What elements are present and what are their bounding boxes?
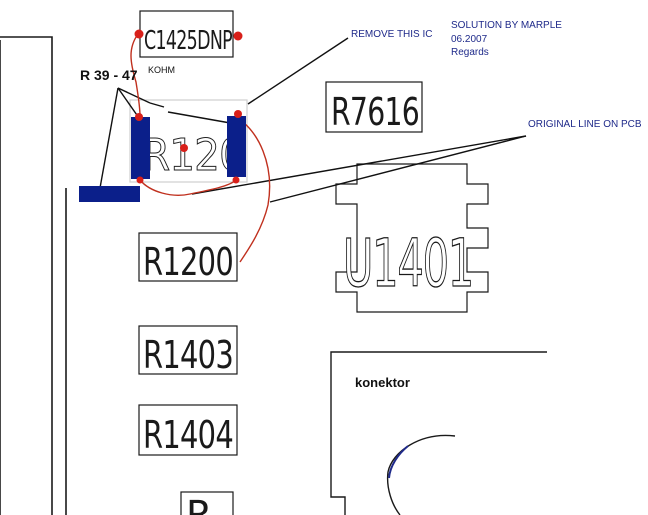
connector-label: konektor: [355, 375, 410, 390]
solution-line-2: 06.2007: [451, 34, 488, 45]
solder-points: [134, 29, 243, 184]
r1404-label: R1404: [143, 413, 233, 457]
resistor-unit-label: KOHM: [148, 65, 175, 75]
board-outline: [0, 36, 67, 515]
solution-line-1: SOLUTION BY MARPLE: [451, 20, 562, 31]
r-partial-label: R: [186, 493, 212, 515]
u1401-label: U1401: [343, 225, 473, 302]
connector-outline: [330, 351, 547, 515]
r1403-label: R1403: [143, 333, 233, 377]
red-wires: [130, 33, 271, 263]
component-r-partial: R: [180, 491, 234, 515]
original-line-note: ORIGINAL LINE ON PCB: [528, 119, 642, 130]
resistor-value-label: R 39 - 47: [80, 67, 138, 83]
component-r1200: R1200: [138, 232, 238, 284]
component-r1403: R1403: [138, 325, 238, 377]
solution-line-3: Regards: [451, 47, 489, 58]
annotation-lines: [99, 37, 527, 203]
component-c1425dnp: C1425DNP: [139, 10, 234, 58]
r1200-label: R1200: [143, 240, 233, 284]
remove-ic-note: REMOVE THIS IC: [351, 29, 433, 40]
replacement-resistors: [79, 116, 246, 202]
c1425dnp-label: C1425DNP: [144, 26, 232, 56]
component-r7616: R7616: [325, 81, 423, 134]
component-r1404: R1404: [138, 404, 238, 457]
component-u1401: U1401: [335, 163, 489, 313]
r7616-label: R7616: [331, 90, 419, 134]
